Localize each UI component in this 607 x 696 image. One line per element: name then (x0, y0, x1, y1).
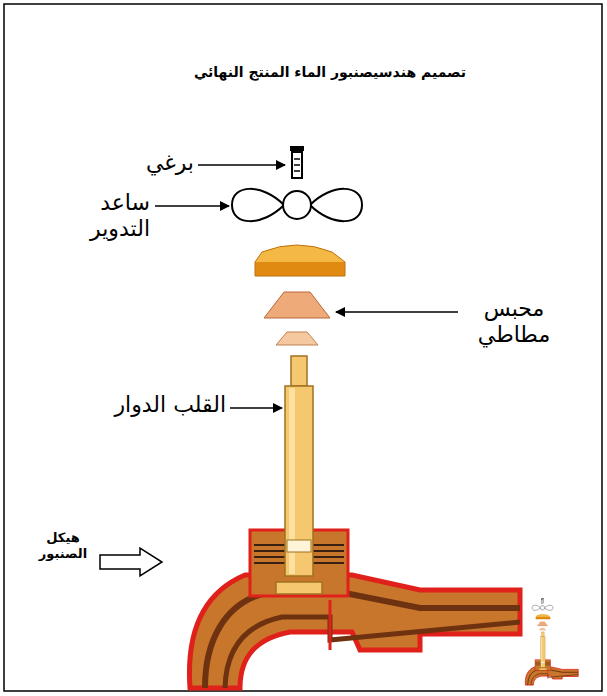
part-label: القلب الدوار (80, 392, 226, 418)
faucet-thumbnail (525, 598, 578, 685)
hollow-arrow (100, 548, 162, 576)
diagram-title: تصميم هندسيصنبور الماء المنتج النهائي (110, 64, 550, 81)
part-label: هيكل الصنبور (30, 530, 96, 561)
leader-arrow (336, 311, 458, 313)
part-label: محبس مطاطي (462, 296, 566, 349)
leader-arrow (155, 205, 229, 207)
leader-arrow (198, 164, 285, 166)
frame (4, 4, 602, 691)
leader-arrow (230, 407, 282, 409)
part-label: برغي (120, 150, 194, 176)
part-label: ساعد التدوير (38, 190, 150, 243)
